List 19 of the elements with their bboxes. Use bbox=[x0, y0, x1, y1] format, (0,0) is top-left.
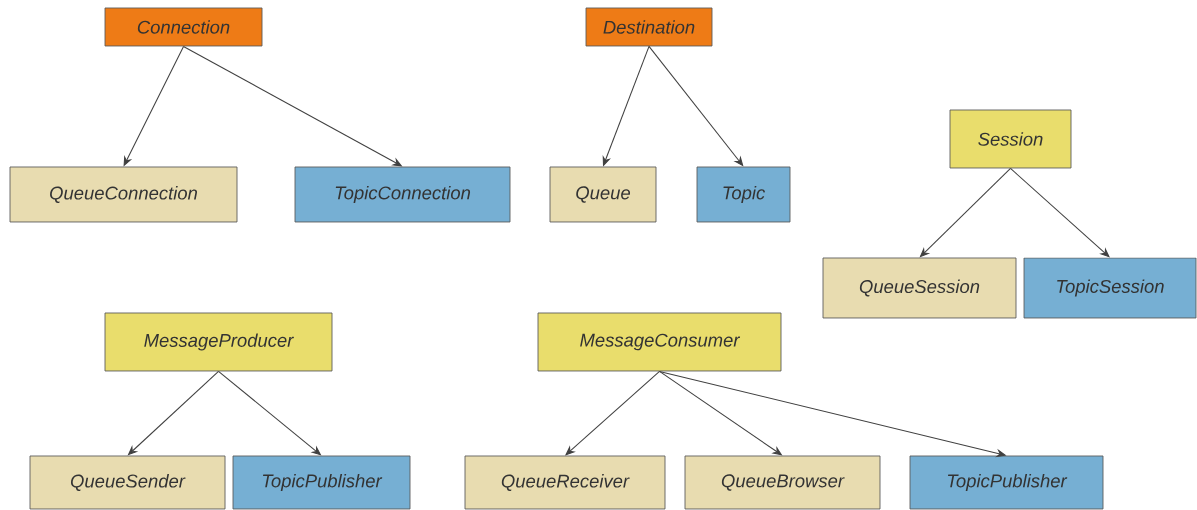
class-box: QueueSender bbox=[29, 455, 226, 510]
arrow bbox=[1010, 167, 1110, 258]
class-box: Destination bbox=[585, 7, 713, 47]
arrow bbox=[919, 167, 1012, 258]
class-box: MessageProducer bbox=[104, 312, 333, 372]
class-box: TopicConnection bbox=[294, 166, 511, 223]
class-box: TopicSession bbox=[1023, 257, 1197, 319]
class-box: Queue bbox=[549, 166, 657, 223]
class-box: QueueSession bbox=[822, 257, 1017, 319]
class-box: QueueBrowser bbox=[684, 455, 881, 510]
class-box: QueueConnection bbox=[9, 166, 238, 223]
class-box: Session bbox=[949, 109, 1072, 169]
class-box: MessageConsumer bbox=[537, 312, 782, 372]
class-box: TopicPublisher bbox=[232, 455, 411, 510]
class-box: Topic bbox=[696, 166, 791, 223]
arrow bbox=[565, 370, 661, 456]
class-box: QueueReceiver bbox=[464, 455, 666, 510]
class-box: TopicPublisher bbox=[909, 455, 1104, 510]
class-box: Connection bbox=[104, 7, 263, 47]
